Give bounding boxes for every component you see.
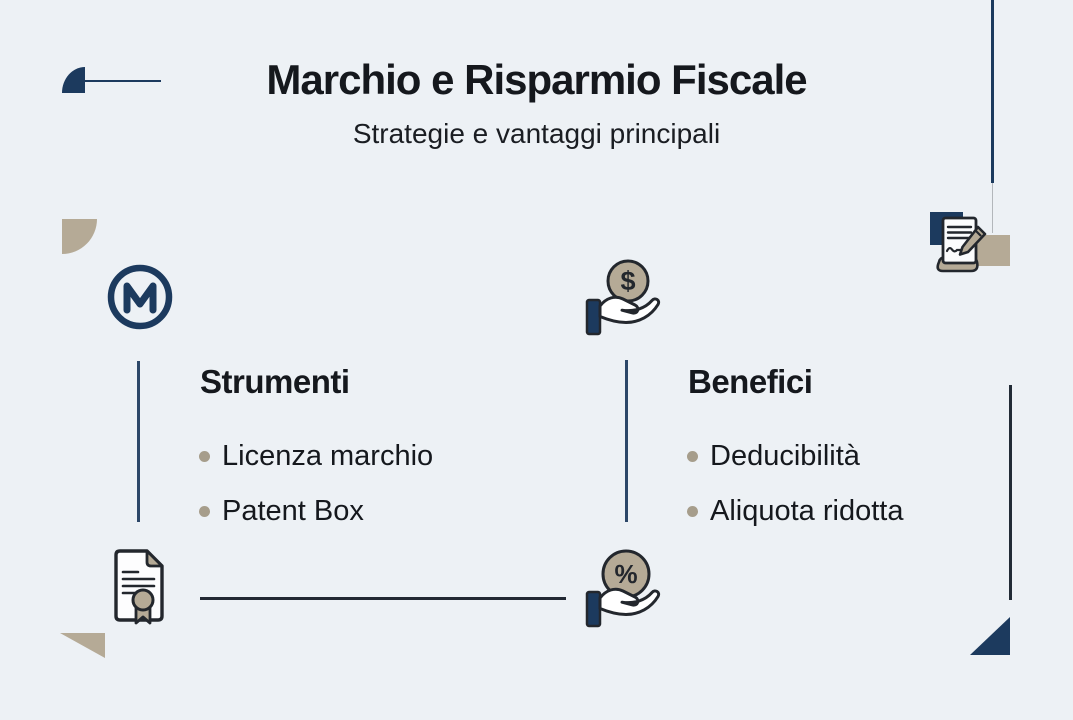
benefici-heading: Benefici — [688, 363, 813, 400]
top-right-thin-gray-line — [992, 183, 993, 233]
page-title: Marchio e Risparmio Fiscale — [266, 56, 807, 103]
dollar-symbol: $ — [620, 266, 635, 296]
bullet-dot — [687, 450, 698, 462]
bottom-right-triangle-shape — [970, 617, 1010, 655]
certificate-icon — [110, 548, 168, 631]
list-item-label: Deducibilità — [710, 439, 860, 472]
list-item: Aliquota ridotta — [687, 493, 903, 529]
top-left-accent-line — [84, 80, 161, 82]
strumenti-heading: Strumenti — [200, 363, 350, 400]
bottom-connector-line — [200, 597, 566, 600]
list-item: Licenza marchio — [199, 438, 433, 474]
bullet-dot — [199, 450, 210, 462]
right-vertical-line — [1009, 385, 1012, 600]
hand-holding-dollar-icon: $ — [584, 258, 664, 343]
list-item: Deducibilità — [687, 438, 903, 474]
bullet-dot — [199, 505, 210, 517]
benefici-list: Deducibilità Aliquota ridotta — [687, 438, 903, 548]
bullet-dot — [687, 505, 698, 517]
hand-holding-percent-icon: % — [583, 548, 667, 635]
list-item-label: Aliquota ridotta — [710, 494, 904, 527]
trademark-letter-path — [123, 282, 157, 314]
bottom-left-triangle-shape — [60, 633, 105, 658]
decor-tan-square — [977, 235, 1010, 266]
top-right-vertical-line — [991, 0, 994, 183]
list-item-label: Licenza marchio — [222, 439, 434, 472]
percent-symbol: % — [614, 559, 637, 589]
benefici-connector-line — [625, 360, 628, 522]
left-tan-wedge-shape — [62, 219, 97, 254]
page-subtitle: Strategie e vantaggi principali — [352, 118, 721, 149]
trademark-m-icon — [104, 261, 176, 338]
list-item-label: Patent Box — [222, 494, 364, 527]
contract-signing-icon — [933, 215, 993, 280]
list-item: Patent Box — [199, 493, 433, 529]
strumenti-list: Licenza marchio Patent Box — [199, 438, 433, 548]
strumenti-connector-line — [137, 361, 140, 522]
